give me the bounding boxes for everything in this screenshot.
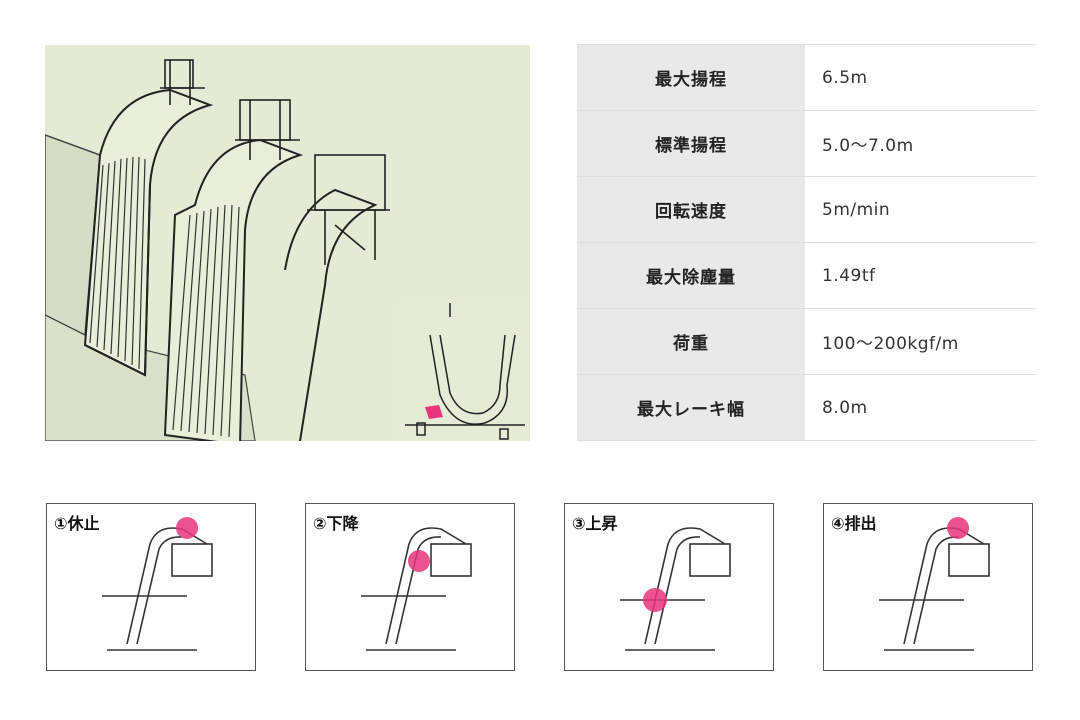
step-label: ④排出	[831, 514, 877, 533]
spec-value: 5m/min	[805, 176, 1036, 243]
spec-label: 最大レーキ幅	[577, 374, 805, 441]
spec-table: 最大揚程 6.5m 標準揚程 5.0～7.0m 回転速度 5m/min 最大除塵…	[577, 44, 1036, 441]
step-rest-diagram	[102, 517, 213, 651]
spec-value: 8.0m	[805, 374, 1036, 441]
step-raise-diagram	[620, 527, 731, 651]
spec-row: 最大レーキ幅 8.0m	[577, 374, 1036, 441]
spec-row: 荷重 100～200kgf/m	[577, 308, 1036, 375]
step-lower-panel: ②下降	[305, 503, 515, 671]
step-lower-diagram	[361, 527, 472, 651]
spec-row: 最大除塵量 1.49tf	[577, 242, 1036, 309]
spec-value: 100～200kgf/m	[805, 308, 1036, 375]
spec-row: 標準揚程 5.0～7.0m	[577, 110, 1036, 177]
spec-value: 5.0～7.0m	[805, 110, 1036, 177]
step-label: ③上昇	[572, 514, 618, 533]
step-label: ①休止	[54, 514, 100, 533]
step-discharge-panel: ④排出	[823, 503, 1033, 671]
step-rest-panel: ①休止	[46, 503, 256, 671]
spec-label: 荷重	[577, 308, 805, 375]
spec-value: 1.49tf	[805, 242, 1036, 309]
spec-label: 最大除塵量	[577, 242, 805, 309]
step-raise-panel: ③上昇	[564, 503, 774, 671]
screen-illustration	[45, 45, 530, 441]
step-label: ②下降	[313, 514, 359, 533]
spec-label: 回転速度	[577, 176, 805, 243]
spec-value: 6.5m	[805, 44, 1036, 111]
spec-label: 最大揚程	[577, 44, 805, 111]
spec-row: 最大揚程 6.5m	[577, 44, 1036, 111]
spec-label: 標準揚程	[577, 110, 805, 177]
step-discharge-diagram	[879, 517, 990, 651]
spec-row: 回転速度 5m/min	[577, 176, 1036, 243]
